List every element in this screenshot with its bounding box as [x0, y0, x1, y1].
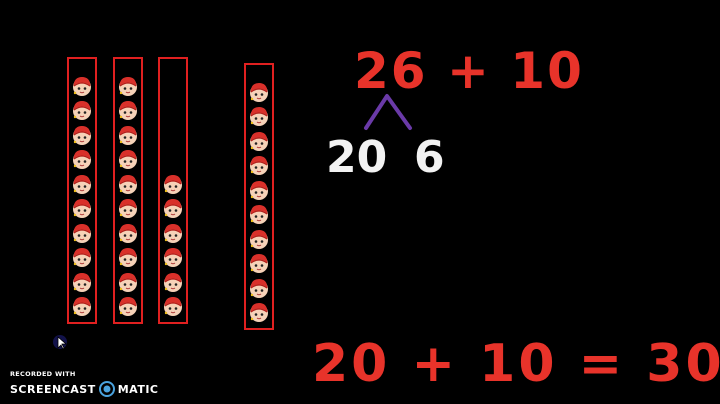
counter-face-icon: [248, 81, 270, 103]
split-tens: 20: [326, 132, 388, 183]
watermark-brand-right: MATIC: [117, 382, 159, 396]
counter-face-icon: [71, 222, 93, 244]
counter-column-1: [67, 57, 97, 324]
counter-face-icon: [248, 203, 270, 225]
counter-face-icon: [71, 295, 93, 317]
counter-face-icon: [248, 154, 270, 176]
counter-face-icon: [117, 75, 139, 97]
counter-face-icon: [248, 301, 270, 323]
watermark-recorded-with: RECORDED WITH: [10, 370, 76, 378]
counter-face-icon: [71, 99, 93, 121]
counter-face-icon: [117, 148, 139, 170]
counter-face-icon: [162, 197, 184, 219]
mouse-cursor-icon: [53, 335, 68, 350]
split-bracket: [364, 94, 412, 130]
counter-face-icon: [248, 252, 270, 274]
counter-face-icon: [162, 222, 184, 244]
counter-face-icon: [117, 173, 139, 195]
counter-face-icon: [71, 148, 93, 170]
counter-face-icon: [248, 105, 270, 127]
counter-face-icon: [71, 173, 93, 195]
counter-column-3: [158, 57, 188, 324]
equation-bottom: 20 + 10 = 30: [312, 334, 720, 394]
watermark-brand: SCREENCAST MATIC: [10, 381, 159, 397]
counter-face-icon: [117, 197, 139, 219]
counter-face-icon: [117, 246, 139, 268]
counter-face-icon: [117, 271, 139, 293]
counter-face-icon: [162, 246, 184, 268]
counter-face-icon: [71, 75, 93, 97]
counter-face-icon: [248, 277, 270, 299]
split-ones: 6: [414, 132, 445, 183]
counter-face-icon: [71, 197, 93, 219]
counter-column-4: [244, 63, 274, 330]
counter-face-icon: [117, 124, 139, 146]
watermark-brand-left: SCREENCAST: [10, 382, 96, 396]
counter-face-icon: [248, 179, 270, 201]
counter-face-icon: [117, 295, 139, 317]
screencast-watermark: RECORDED WITH SCREENCAST MATIC: [10, 370, 159, 397]
counter-face-icon: [248, 130, 270, 152]
counter-face-icon: [162, 271, 184, 293]
counter-face-icon: [162, 295, 184, 317]
counter-face-icon: [71, 246, 93, 268]
counter-face-icon: [162, 173, 184, 195]
equation-top: 26 + 10: [354, 42, 584, 100]
counter-column-2: [113, 57, 143, 324]
counter-face-icon: [248, 228, 270, 250]
counter-face-icon: [117, 222, 139, 244]
counter-face-icon: [71, 124, 93, 146]
counter-face-icon: [71, 271, 93, 293]
counter-face-icon: [117, 99, 139, 121]
screencast-o-matic-logo-icon: [98, 381, 115, 397]
